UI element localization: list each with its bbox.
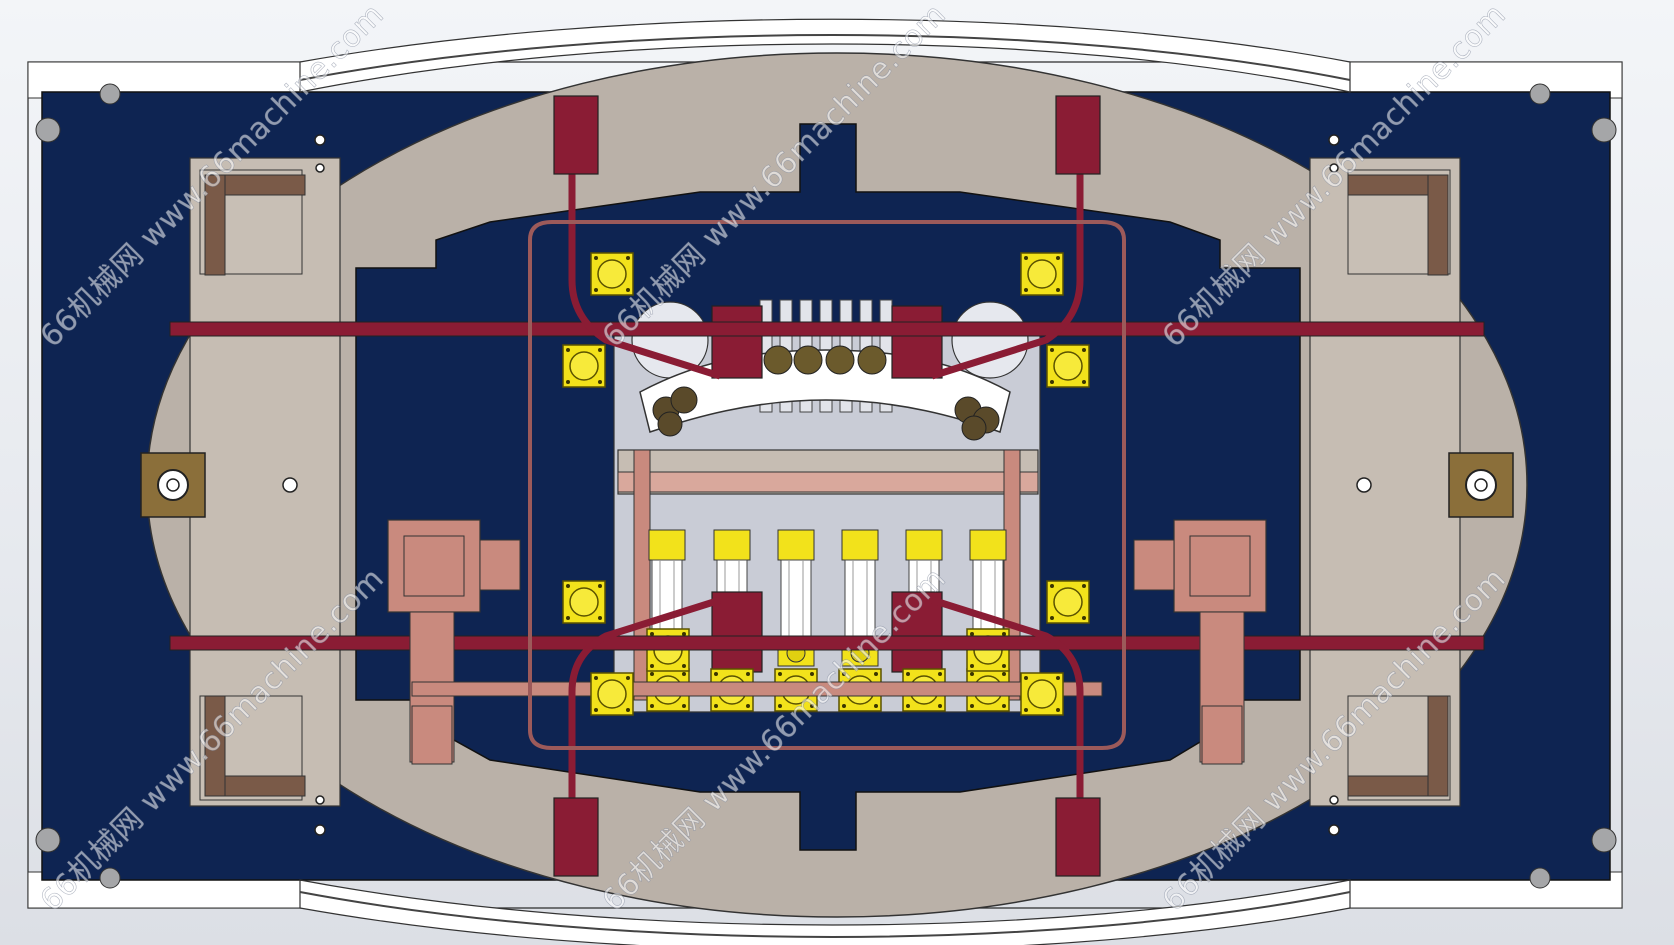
right-bottom-bracket (1347, 695, 1451, 801)
left-end-bracket (140, 452, 206, 518)
arc-rail-top (299, 18, 1351, 93)
right-end-bracket (1448, 452, 1514, 518)
left-bottom-bracket (199, 695, 306, 801)
clamp-block (711, 305, 763, 379)
tube-frame (528, 100, 1126, 870)
port-circle (951, 301, 1029, 379)
cross-bar-bottom (169, 635, 1485, 651)
locator-rollers (652, 345, 1000, 441)
right-top-bracket (1347, 169, 1451, 276)
arc-rail-bottom (299, 879, 1351, 945)
rim-rollers (35, 83, 1617, 889)
cross-bar-top (169, 321, 1485, 337)
right-copper-arm (1133, 519, 1267, 765)
left-top-bracket (199, 169, 306, 276)
tube-posts (553, 95, 1101, 877)
clamp-block (711, 591, 763, 673)
left-copper-arm (387, 519, 1103, 765)
mounting-holes (282, 134, 1372, 836)
clamp-block (891, 305, 943, 379)
